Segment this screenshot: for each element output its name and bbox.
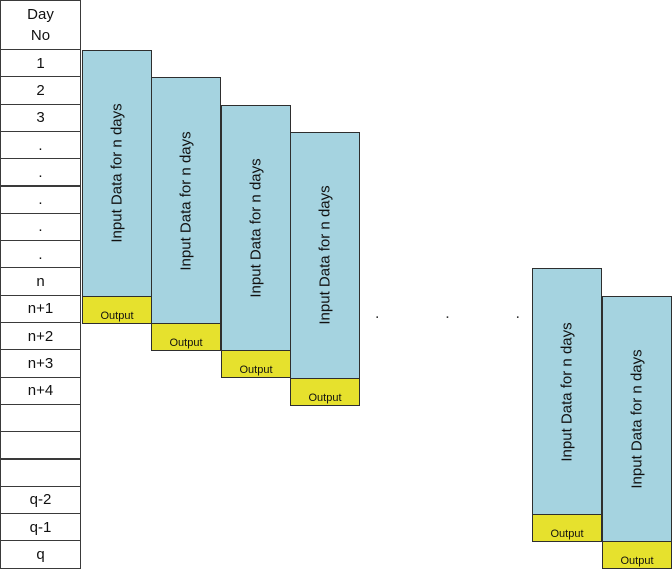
output-box: Output: [221, 350, 291, 379]
input-data-label: Input Data for n days: [108, 103, 126, 243]
output-box: Output: [290, 377, 360, 406]
day-row-cell: q: [0, 540, 81, 569]
day-row-cell: .: [0, 212, 81, 242]
day-row-cell: n+4: [0, 376, 81, 405]
day-row-cell: n+3: [0, 349, 81, 378]
input-data-label: Input Data for n days: [177, 131, 195, 271]
input-data-box: Input Data for n days: [532, 268, 602, 516]
ellipsis-dot: .: [515, 305, 520, 322]
ellipsis-dot: .: [375, 305, 380, 322]
output-box: Output: [151, 322, 221, 351]
output-box: Output: [82, 295, 152, 324]
day-header-line2: No: [30, 27, 51, 44]
input-data-label: Input Data for n days: [247, 158, 265, 298]
day-row-cell: [0, 431, 81, 460]
day-row-cell: .: [0, 130, 81, 160]
input-data-label: Input Data for n days: [316, 185, 334, 325]
day-row-cell: .: [0, 158, 81, 187]
day-row-cell: [0, 458, 81, 487]
input-data-box: Input Data for n days: [151, 77, 221, 324]
day-row-cell: q-1: [0, 513, 81, 542]
day-row-cell: 3: [0, 103, 81, 132]
day-row-cell: .: [0, 185, 81, 214]
day-row-cell: q-2: [0, 485, 81, 515]
ellipsis-dot: .: [445, 305, 450, 322]
day-header-cell: Day No: [0, 0, 81, 50]
ellipsis-dots: . . .: [375, 305, 520, 325]
input-data-label: Input Data for n days: [558, 322, 576, 462]
day-row-cell: 1: [0, 49, 81, 78]
day-row-cell: [0, 403, 81, 433]
input-data-box: Input Data for n days: [82, 50, 152, 297]
input-data-box: Input Data for n days: [602, 295, 672, 543]
day-row-cell: n: [0, 267, 81, 296]
day-row-cell: 2: [0, 76, 81, 105]
output-box: Output: [602, 541, 672, 569]
day-row-cell: .: [0, 240, 81, 269]
input-data-box: Input Data for n days: [221, 104, 291, 352]
day-row-cell: n+2: [0, 322, 81, 351]
output-box: Output: [532, 514, 602, 543]
day-header-line1: Day: [27, 6, 54, 23]
input-data-label: Input Data for n days: [628, 349, 646, 489]
input-data-box: Input Data for n days: [290, 131, 360, 379]
day-row-cell: n+1: [0, 294, 81, 323]
